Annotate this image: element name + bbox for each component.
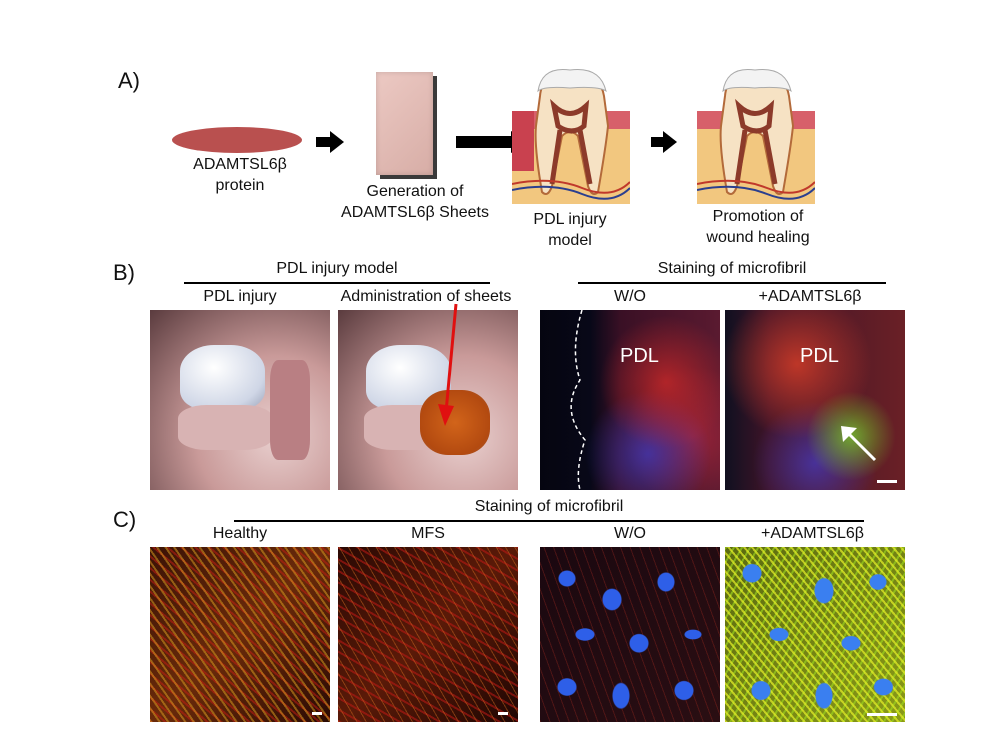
stain-c-adamtsl6b [725,547,905,722]
white-arrow-icon [841,426,877,462]
panel-b-letter: B) [113,260,135,285]
healing-label: Promotion of wound healing [706,208,810,246]
photo-pdl-injury [150,310,330,490]
b-left-rule [184,282,490,284]
stain-c-mfs [338,547,518,722]
c-rule [234,520,864,522]
stain-b-adamtsl6b: PDL [725,310,905,490]
c-col4-label: +ADAMTSL6β [760,525,864,542]
red-arrow-icon [438,303,458,426]
protein-ellipse [172,127,302,153]
c-col3-label: W/O [614,525,646,542]
panel-c-letter: C) [113,507,137,532]
scale-bar [498,712,508,715]
sheet-label: Generation of ADAMTSL6β Sheets [341,183,489,221]
scale-bar [312,712,322,715]
tooth-healed-image [697,68,815,204]
c-col1-label: Healthy [212,525,268,542]
injury-label: PDL injury model [533,211,607,249]
tissue-boundary-line [570,310,586,490]
b-left-sub2: Administration of sheets [340,288,512,305]
protein-label: ADAMTSL6β protein [193,156,287,194]
c-header: Staining of microfibril [474,498,624,515]
b-right-sub2: +ADAMTSL6β [758,288,862,305]
panel-a-letter: A) [118,68,140,93]
b-right-header: Staining of microfibril [657,260,807,277]
b-left-sub1: PDL injury [203,288,277,305]
pdl-tag-2: PDL [800,345,839,367]
stain-b-wo: PDL [540,310,720,490]
scale-bar [867,713,897,716]
b-left-header: PDL injury model [276,260,398,277]
tooth-injury-image [512,68,630,204]
photo-administration-sheets [338,310,518,490]
b-right-sub1: W/O [614,288,646,305]
c-col2-label: MFS [411,525,445,542]
stain-c-wo [540,547,720,722]
pdl-tag-1: PDL [620,345,659,367]
scale-bar [877,480,897,483]
sheet-image [376,72,433,175]
b-right-rule [578,282,886,284]
stain-c-healthy [150,547,330,722]
